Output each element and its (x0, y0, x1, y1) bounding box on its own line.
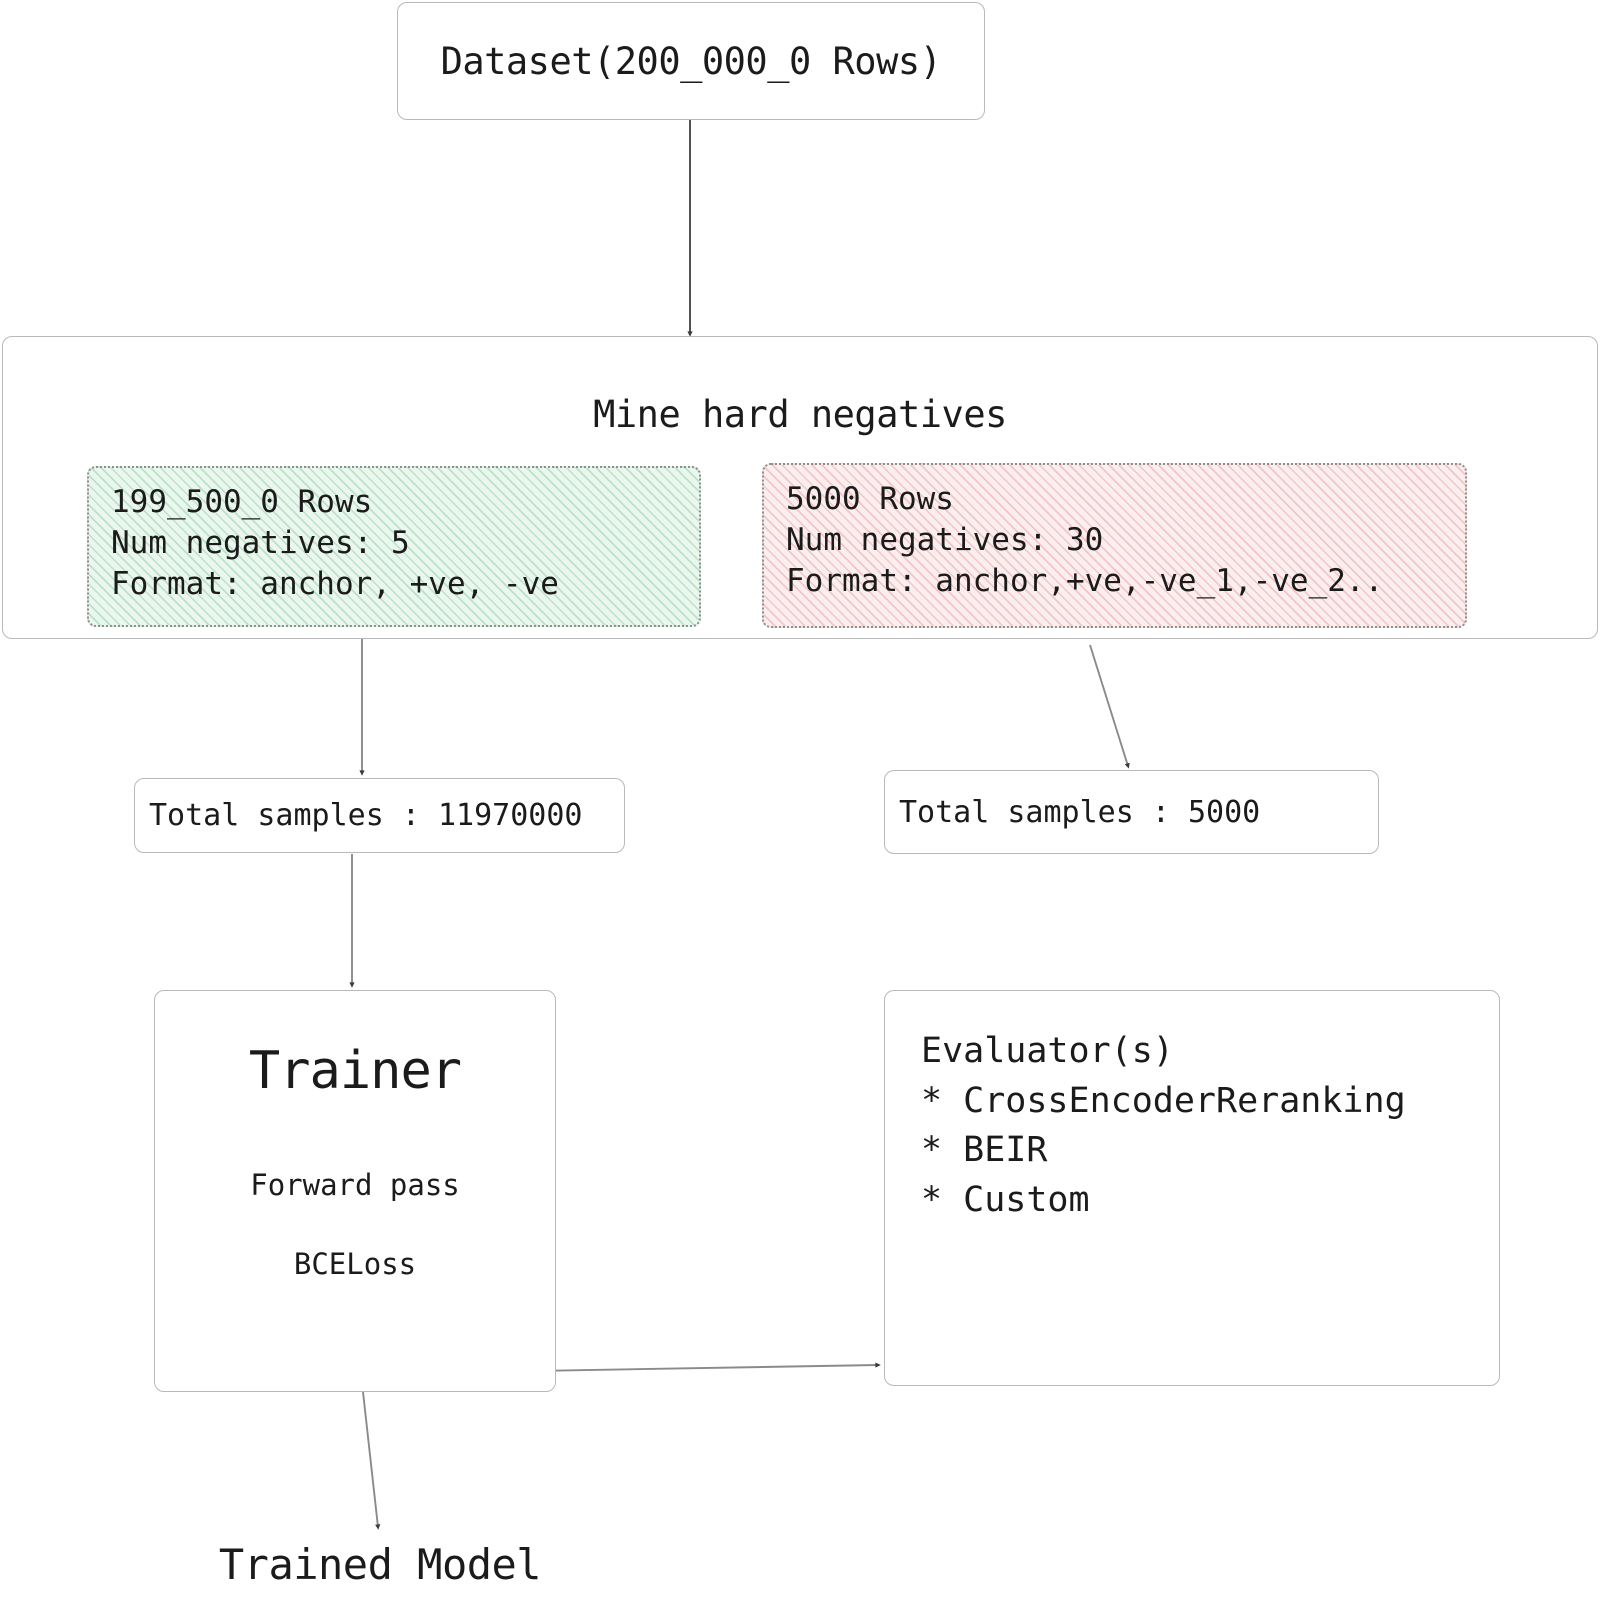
evaluator-item-cross-encoder-reranking: * CrossEncoderReranking (921, 1080, 1406, 1121)
dataset-node[interactable]: Dataset(200_000_0 Rows) (397, 2, 985, 120)
dataset-label: Dataset(200_000_0 Rows) (440, 39, 942, 83)
total-samples-left-label: Total samples : 11970000 (149, 798, 583, 833)
total-samples-right-node[interactable]: Total samples : 5000 (884, 770, 1379, 854)
positive-rows-label: 199_500_0 Rows (111, 484, 373, 520)
trainer-node[interactable]: Trainer Forward pass BCELoss (154, 990, 556, 1392)
positive-dataset-box[interactable]: 199_500_0 Rows Num negatives: 5 Format: … (87, 466, 701, 627)
edge-trainer-to-trained-model (362, 1391, 381, 1530)
evaluator-node[interactable]: Evaluator(s) * CrossEncoderReranking * B… (884, 990, 1500, 1386)
evaluator-item-custom: * Custom (921, 1180, 1090, 1221)
edge-negbox-to-total-right (1089, 644, 1130, 769)
evaluator-title: Evaluator(s) (921, 1031, 1174, 1071)
trainer-forward-pass-label: Forward pass (250, 1168, 460, 1202)
total-samples-left-node[interactable]: Total samples : 11970000 (134, 778, 625, 853)
trainer-title: Trainer (248, 1041, 462, 1101)
mine-hard-negatives-node[interactable]: Mine hard negatives 199_500_0 Rows Num n… (2, 336, 1598, 639)
eval-num-negatives-label: Num negatives: 30 (786, 522, 1104, 559)
total-samples-right-label: Total samples : 5000 (899, 794, 1261, 830)
evaluator-item-beir: * BEIR (921, 1130, 1048, 1171)
mine-hard-negatives-title: Mine hard negatives (593, 393, 1007, 436)
positive-format-label: Format: anchor, +ve, -ve (111, 566, 559, 603)
positive-num-negatives-label: Num negatives: 5 (111, 525, 410, 562)
trained-model-label: Trained Model (218, 1540, 542, 1589)
eval-format-label: Format: anchor,+ve,-ve_1,-ve_2.. (786, 563, 1384, 600)
trainer-bceloss-label: BCELoss (293, 1247, 417, 1281)
eval-rows-label: 5000 Rows (786, 481, 954, 517)
eval-dataset-box[interactable]: 5000 Rows Num negatives: 30 Format: anch… (762, 463, 1467, 628)
